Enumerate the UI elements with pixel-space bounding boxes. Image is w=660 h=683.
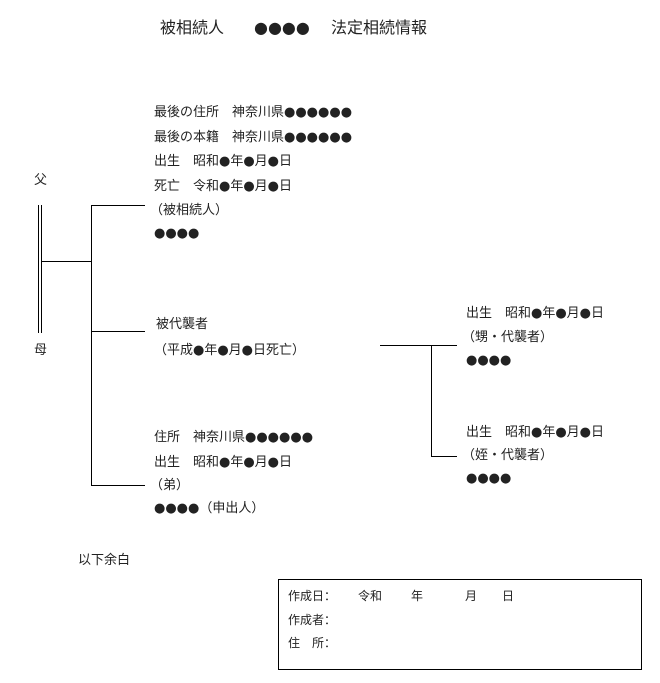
children-vertical-line [91,205,92,486]
brother-address: 住所 神奈川県●●●●●● [154,430,314,445]
decedent-death: 死亡 令和●年●月●日 [154,179,293,194]
address-label: 住 所： [288,636,337,650]
nephew1-name: ●●●● [466,353,512,368]
nephew2-name: ●●●● [466,471,512,486]
date-era: 令和 [358,589,383,603]
parents-double-line-left [38,205,39,333]
decedent-last-address: 最後の住所 神奈川県●●●●●● [154,105,353,120]
date-label: 作成日： [288,589,337,603]
nephew2-role: （姪・代襲者） [462,448,554,463]
creator-info-box [278,579,642,670]
brother-name: ●●●●（申出人） [154,501,265,516]
date-day: 日 [502,589,515,603]
branch-brother [91,485,145,486]
parents-connector [41,261,92,262]
mother-label: 母 [34,343,48,358]
date-month: 月 [465,589,478,603]
branch-decedent [91,205,145,206]
title-suffix: 法定相続情報 [331,18,428,37]
branch-nephew-2 [431,456,457,457]
nephew1-birth: 出生 昭和●年●月●日 [466,306,605,321]
nephews-vertical-line [431,345,432,457]
date-year: 年 [411,589,424,603]
title-decedent-name: ●●●● [254,18,310,37]
nephew2-birth: 出生 昭和●年●月●日 [466,425,605,440]
father-label: 父 [34,173,48,188]
decedent-last-domicile: 最後の本籍 神奈川県●●●●●● [154,130,353,145]
decedent-birth: 出生 昭和●年●月●日 [154,154,293,169]
decedent-role: （被相続人） [150,203,229,218]
substituted-note: （平成●年●月●日死亡） [154,343,306,358]
nephew1-role: （甥・代襲者） [462,330,554,345]
parents-double-line-right [41,205,42,333]
title-prefix: 被相続人 [160,18,225,37]
end-note: 以下余白 [78,553,131,568]
author-label: 作成者： [288,613,337,627]
branch-substituted [91,331,145,332]
brother-birth: 出生 昭和●年●月●日 [154,455,293,470]
branch-to-nephews [380,345,457,346]
substituted-role: 被代襲者 [156,317,209,332]
decedent-name: ●●●● [154,226,200,241]
brother-role: （弟） [150,478,190,493]
